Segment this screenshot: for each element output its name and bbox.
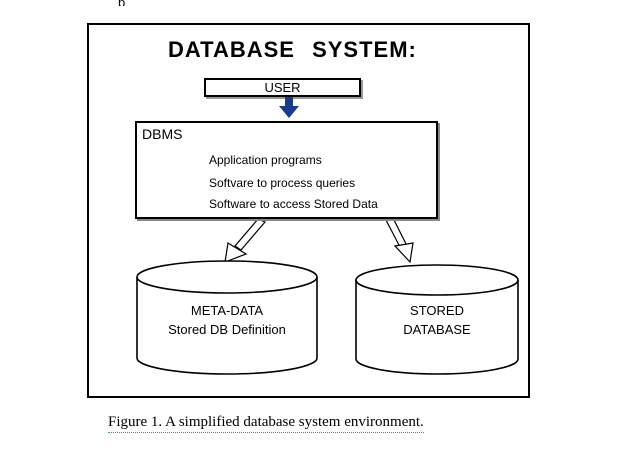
stored-database-label: STORED [410, 303, 464, 318]
user-box: USER [204, 78, 361, 97]
arrow-head [393, 242, 414, 264]
frame-top-border [87, 23, 530, 25]
arrow-head [279, 106, 299, 118]
arrow-head [224, 242, 248, 263]
figure-caption: Figure 1. A simplified database system e… [108, 414, 424, 433]
diagram-title: DATABASE SYSTEM: [168, 37, 417, 62]
user-to-dbms-arrow [279, 97, 299, 118]
arrow-shaft [234, 218, 266, 251]
dbms-to-meta-arrow [224, 218, 266, 263]
dbms-box: DBMS Application programs Softvare to pr… [135, 121, 438, 219]
dbms-item-application-programs: Application programs [209, 153, 322, 167]
dbms-label: DBMS [142, 126, 183, 142]
arrow-shaft [285, 97, 293, 107]
cylinder-body [136, 277, 318, 375]
meta-data-label: META-DATA [190, 303, 264, 318]
user-label: USER [264, 80, 301, 95]
meta-data-sublabel: Stored DB Definition [168, 322, 286, 337]
stored-database-sublabel: DATABASE [403, 322, 471, 337]
cylinder-top [355, 264, 519, 296]
stored-database-cylinder [355, 264, 519, 375]
dbms-item-stored-data-access: Software to access Stored Data [209, 197, 378, 211]
meta-data-cylinder [136, 260, 318, 375]
top-text-fragment: p [118, 0, 125, 6]
cylinder-body [355, 280, 519, 375]
cylinder-top [136, 260, 318, 294]
dbms-item-query-processing: Softvare to process queries [209, 176, 356, 190]
dbms-to-stored-arrow [385, 217, 414, 264]
figure-frame [87, 23, 530, 398]
